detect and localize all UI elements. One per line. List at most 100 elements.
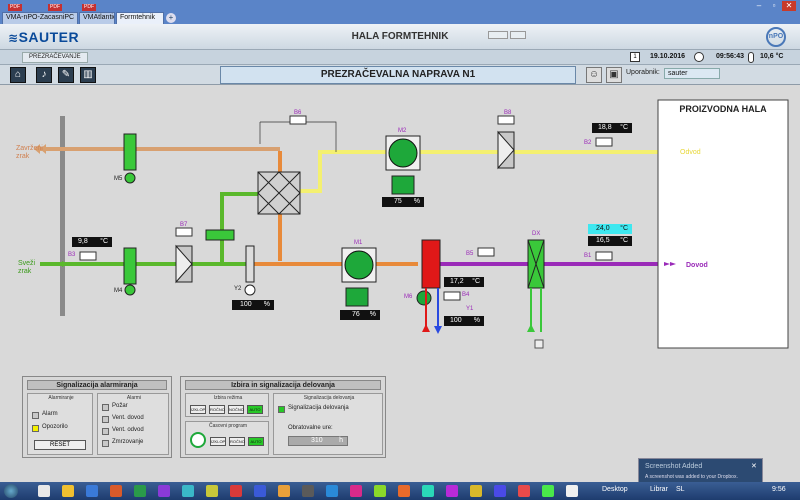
actuator-m4 [124, 284, 136, 296]
alarm-item: Zmrzovanje [112, 439, 144, 445]
taskbar-app-icon[interactable] [302, 485, 314, 497]
reset-button[interactable]: RESET [34, 440, 86, 450]
taskbar-app-icon[interactable] [86, 485, 98, 497]
taskbar-app-icon[interactable] [542, 485, 554, 497]
mode-auto-button[interactable]: AUTO [247, 405, 263, 414]
mode-panel: Izbira in signalizacija delovanja Izbira… [180, 376, 386, 458]
timer-auto-button[interactable]: AUTO [248, 437, 264, 446]
taskbar-clock[interactable]: 9:56 [772, 486, 786, 493]
taskbar-app-icon[interactable] [158, 485, 170, 497]
notification-message: A screenshot was added to your Dropbox. [645, 474, 738, 480]
taskbar-app-icon[interactable] [254, 485, 266, 497]
taskbar-app-icon[interactable] [470, 485, 482, 497]
desktop-toolbar[interactable]: Desktop [602, 486, 628, 493]
return-duct-branch [300, 152, 322, 193]
dropbox-notification[interactable]: Screenshot Added A screenshot was added … [638, 458, 763, 484]
browser-tab[interactable]: VMAtlantic [79, 12, 115, 24]
taskbar-app-icon[interactable] [398, 485, 410, 497]
timer-clock-icon[interactable] [190, 432, 206, 448]
fan-rotor-m2 [388, 138, 418, 168]
heater-valve-readout: 100 % [444, 316, 484, 326]
mode-manual-button[interactable]: ROČNO [209, 405, 225, 414]
chart-icon[interactable]: ▥ [80, 67, 96, 83]
label-m5: M5 [114, 176, 123, 182]
pdf-tag: PDF [48, 4, 62, 11]
operation-indicator [278, 406, 285, 413]
user-name-field[interactable]: sauter [664, 68, 720, 79]
timer-off-button[interactable]: IZKLOP [210, 437, 226, 446]
page-heading: PREZRAČEVALNA NAPRAVA N1 [220, 66, 576, 84]
label-b6: B6 [294, 110, 302, 116]
alarm-indicator [32, 412, 39, 419]
operation-label: Signalizacija delovanja [288, 405, 349, 411]
sensor-b3 [79, 251, 97, 261]
taskbar-app-icon[interactable] [350, 485, 362, 497]
taskbar-app-icon[interactable] [134, 485, 146, 497]
minimize-icon[interactable]: – [756, 1, 762, 10]
browser-tab-active[interactable]: Formtehnik [116, 12, 164, 24]
new-tab-button[interactable]: + [166, 13, 176, 23]
timer-manual-button[interactable]: ROČNO [229, 437, 245, 446]
taskbar-app-icon[interactable] [326, 485, 338, 497]
taskbar-app-icon[interactable] [206, 485, 218, 497]
fan-rotor-m1 [344, 250, 374, 280]
taskbar-app-icon[interactable] [278, 485, 290, 497]
alarm-label: Alarm [42, 411, 58, 417]
close-icon[interactable]: ✕ [782, 1, 796, 11]
taskbar-app-icon[interactable] [38, 485, 50, 497]
npo-logo: nPO [766, 27, 786, 47]
home-icon[interactable]: ⌂ [10, 67, 26, 83]
supply-air-label: Dovod [686, 262, 708, 269]
taskbar-app-icon[interactable] [494, 485, 506, 497]
fresh-duct-branch [220, 192, 258, 264]
supply-temp-readout: 16,5 °C [588, 236, 632, 246]
clock-icon [694, 52, 704, 62]
label-dx: DX [532, 231, 541, 237]
sensor-b4 [443, 291, 461, 301]
sensor-b2 [595, 137, 613, 147]
language-indicator[interactable]: SL [676, 486, 685, 493]
library-toolbar[interactable]: Librar [650, 486, 668, 493]
label-m4: M4 [114, 288, 123, 294]
breadcrumb[interactable]: PREZRAČEVANJE [22, 52, 88, 63]
taskbar-app-icon[interactable] [374, 485, 386, 497]
calendar-icon: 1 [630, 52, 640, 62]
window-button[interactable] [488, 31, 508, 39]
supply-fan-readout: 76 % [340, 310, 380, 320]
sensor-b7 [175, 227, 193, 237]
damper-m4 [123, 247, 137, 285]
wrench-icon[interactable]: ✎ [58, 67, 74, 83]
close-icon[interactable]: ✕ [751, 463, 757, 470]
taskbar-app-icon[interactable] [422, 485, 434, 497]
label-m6: M6 [404, 294, 413, 300]
user-icon[interactable]: ☺ [586, 67, 602, 83]
taskbar-app-icon[interactable] [110, 485, 122, 497]
maximize-icon[interactable]: ▫ [772, 1, 776, 10]
taskbar-app-icon[interactable] [446, 485, 458, 497]
start-button[interactable] [4, 484, 18, 498]
taskbar-app-icon[interactable] [182, 485, 194, 497]
lock-icon[interactable]: ▣ [606, 67, 622, 83]
user-label: Uporabnik: [626, 69, 660, 76]
toolbar: ⌂ ♪ ✎ ▥ PREZRAČEVALNA NAPRAVA N1 ☺ ▣ Upo… [0, 65, 800, 85]
mode-panel-title: Izbira in signalizacija delovanja [185, 380, 381, 390]
supply-setpoint-readout[interactable]: 24,0 °C [588, 224, 632, 234]
return-fan-readout: 75 % [382, 197, 424, 207]
warning-indicator [32, 425, 39, 432]
exhaust-air-label: Zavrženi zrak [16, 145, 43, 160]
taskbar-app-icon[interactable] [230, 485, 242, 497]
bell-icon[interactable]: ♪ [36, 67, 52, 83]
mode-night-button[interactable]: NOČNO [228, 405, 244, 414]
mode-off-button[interactable]: IZKLOP [190, 405, 206, 414]
label-y1: Y1 [466, 306, 474, 312]
folder-icon[interactable] [62, 485, 74, 497]
time-display: 09:56:43 [716, 53, 745, 60]
thermometer-icon [748, 52, 754, 63]
taskbar-app-icon[interactable] [518, 485, 530, 497]
sensor-b1 [595, 251, 613, 261]
browser-tab[interactable]: VMA-nPO-ZacasniPC [2, 12, 78, 24]
window-button[interactable] [510, 31, 526, 39]
taskbar-app-icon[interactable] [566, 485, 578, 497]
taskbar: Desktop Librar SL 9:56 [0, 482, 800, 500]
label-y2: Y2 [234, 286, 242, 292]
